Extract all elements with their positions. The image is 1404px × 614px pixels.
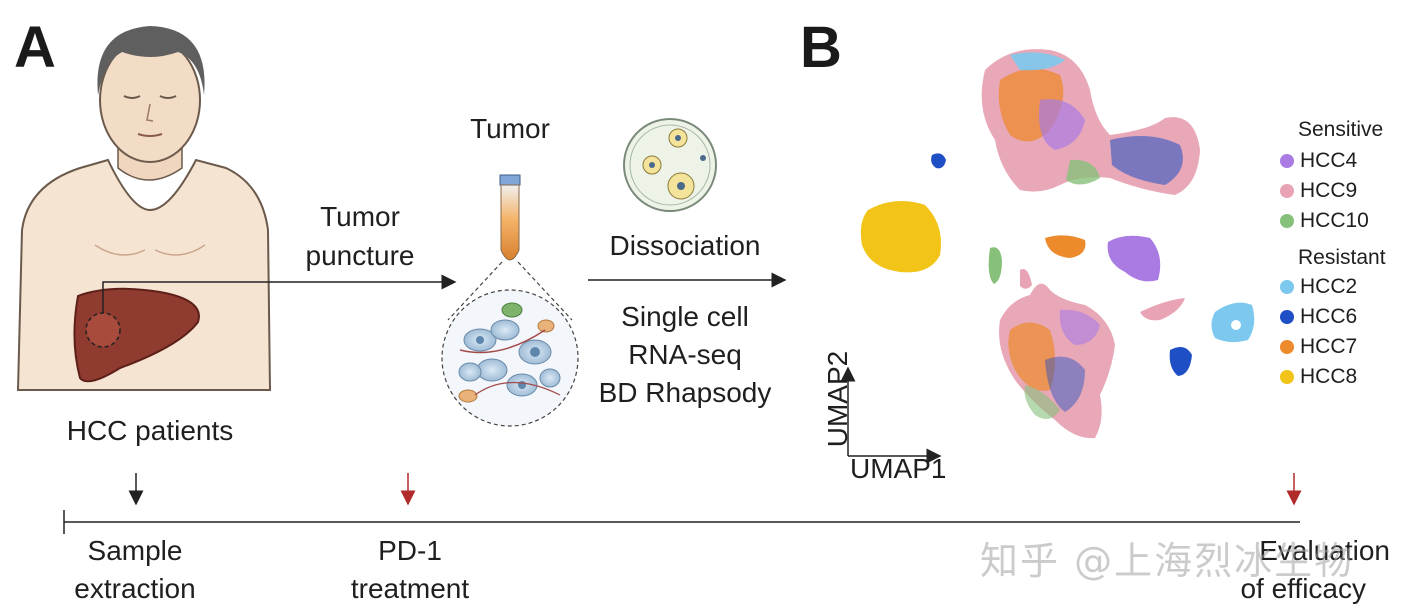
timeline-step1-line2: extraction [74,573,196,604]
timeline-step2-line2: treatment [350,573,470,604]
timeline-step3-line1: Evaluation [1259,535,1390,566]
legend-item-label: HCC8 [1300,365,1358,388]
timeline-step3-line2: of efficacy [1240,573,1366,604]
umap1-label: UMAP1 [850,453,947,484]
legend-item: HCC8 [1280,362,1386,392]
legend-swatch [1280,184,1294,198]
panel-label-a: A [14,15,56,80]
legend-group-sensitive: Sensitive [1298,118,1384,141]
patients-label: HCC patients [66,415,234,446]
timeline-step2-line1: PD-1 [378,535,442,566]
petri-dish [623,118,717,212]
tumor-label: Tumor [470,113,550,144]
legend-item: HCC2 [1280,272,1386,302]
puncture-arrow [102,274,457,313]
legend-item-label: HCC7 [1300,335,1358,358]
panel-label-b: B [800,15,842,80]
legend-item-label: HCC2 [1300,275,1358,298]
legend-swatch [1280,370,1294,384]
legend-item: HCC6 [1280,302,1386,332]
legend-item: HCC10 [1280,206,1386,236]
umap-legend: Sensitive HCC4 HCC9 HCC10 Resistant HCC2… [1280,118,1386,392]
legend-swatch [1280,340,1294,354]
legend-swatch [1280,154,1294,168]
method-label-line2: RNA-seq [628,339,742,370]
umap-clusters [860,49,1255,439]
dissociation-label: Dissociation [609,230,761,261]
watermark: 知乎 @上海烈冰生物 [980,539,1355,583]
legend-item-label: HCC4 [1300,149,1358,172]
method-label-line1: Single cell [621,301,749,332]
legend-item-label: HCC10 [1300,209,1369,232]
timeline-step1-line1: Sample [87,535,183,566]
timeline [63,473,1302,534]
method-label-line3: BD Rhapsody [598,377,772,408]
legend-group-resistant: Resistant [1298,246,1386,269]
legend-item: HCC4 [1280,146,1386,176]
legend-swatch [1280,310,1294,324]
legend-item: HCC7 [1280,332,1386,362]
umap2-label: UMAP2 [822,350,853,448]
legend-item: HCC9 [1280,176,1386,206]
puncture-label-line1: Tumor [320,201,400,232]
legend-item-label: HCC9 [1300,179,1358,202]
tumor-tube [499,174,521,261]
patient-figure [16,26,272,391]
legend-item-label: HCC6 [1300,305,1358,328]
tumor-tissue-zoom [441,289,579,427]
legend-swatch [1280,280,1294,294]
puncture-label-line2: puncture [305,240,415,271]
legend-swatch [1280,214,1294,228]
